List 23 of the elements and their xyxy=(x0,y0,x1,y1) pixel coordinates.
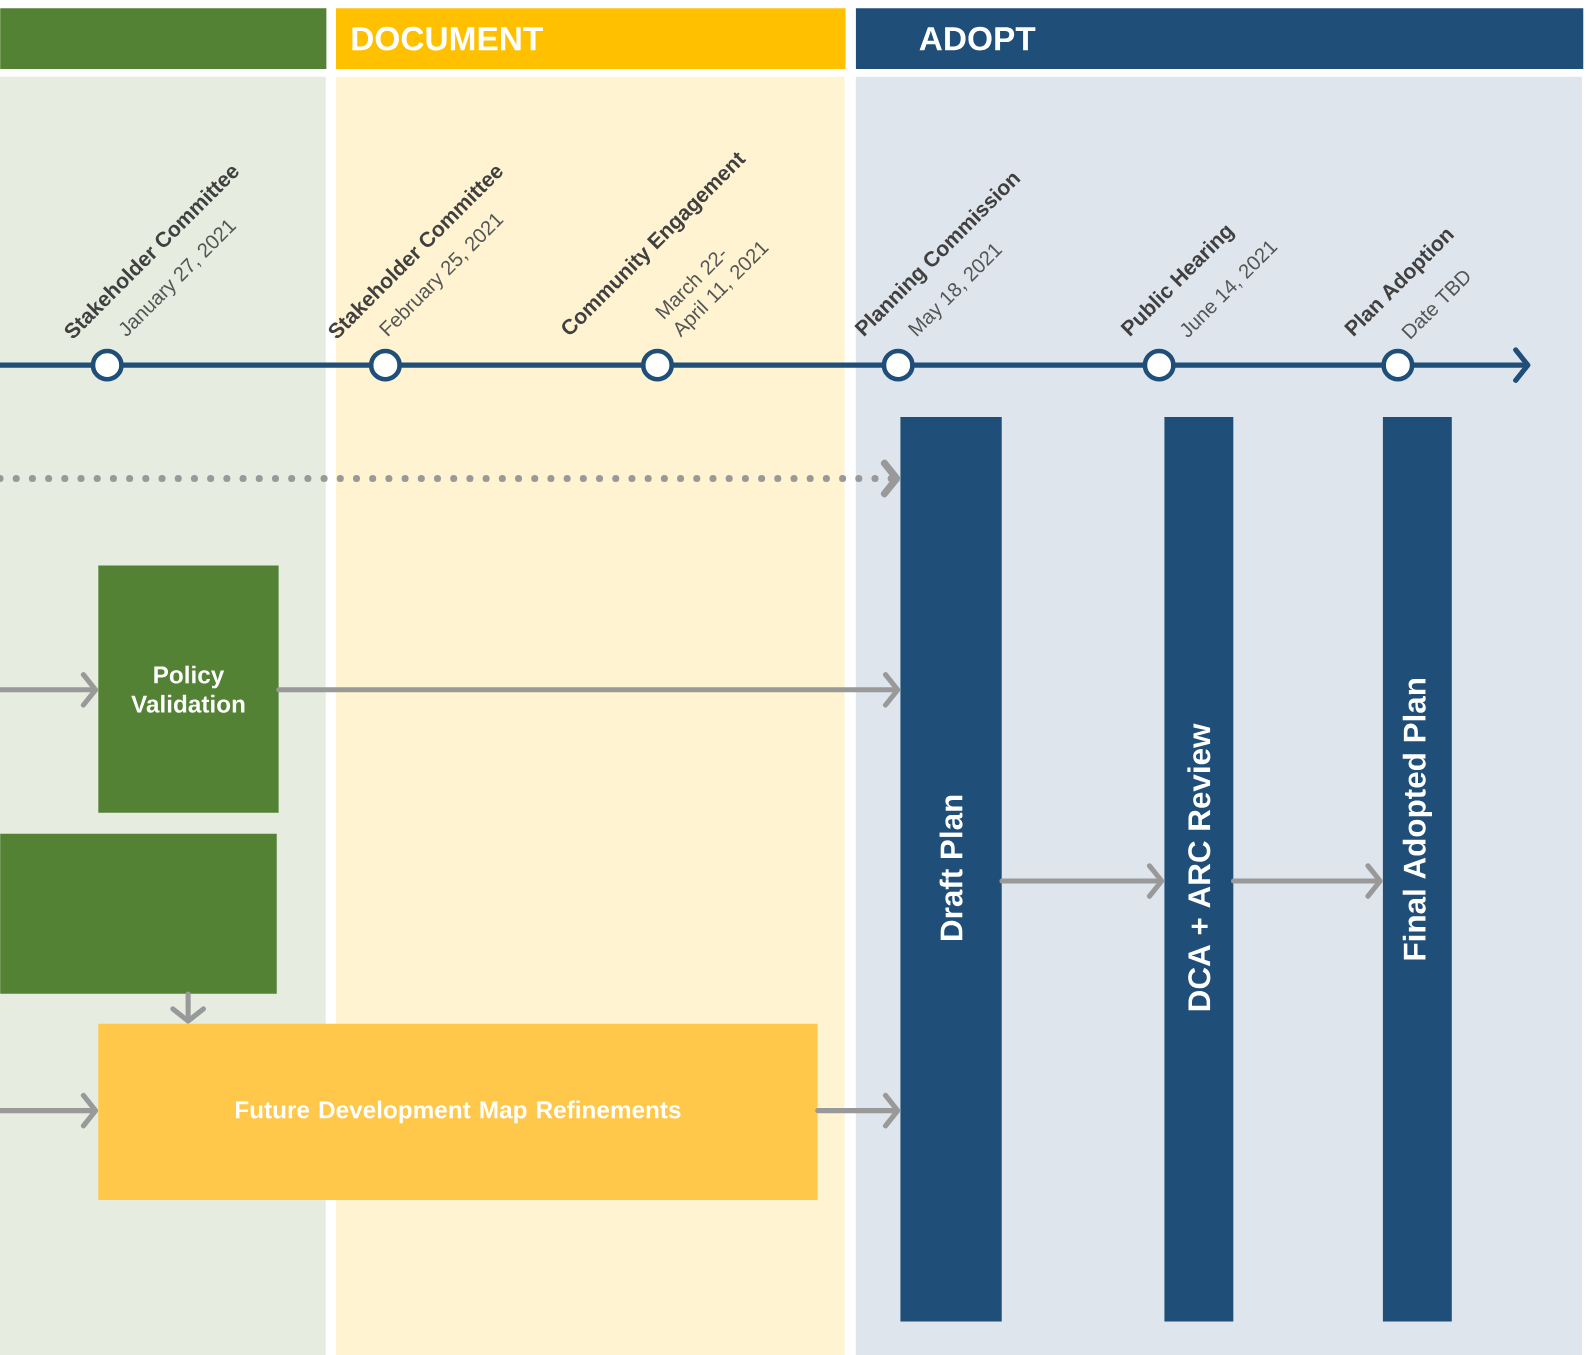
process-box xyxy=(0,833,277,994)
process-box: Policy Validation xyxy=(98,565,279,813)
arrow xyxy=(276,671,901,708)
process-bar: DCA + ARC Review xyxy=(1164,416,1234,1322)
phase-header: DOCUMENT xyxy=(336,8,846,69)
process-bar: Final Adopted Plan xyxy=(1382,416,1452,1322)
dotted-arrow xyxy=(0,459,901,497)
arrow xyxy=(1230,863,1383,899)
arrow xyxy=(1411,347,1531,383)
arrow xyxy=(815,1092,901,1129)
arrow xyxy=(0,1092,99,1129)
phase-header xyxy=(0,8,327,69)
timeline-segment xyxy=(671,362,885,368)
phase-header: ADOPT xyxy=(855,8,1584,69)
timeline-segment xyxy=(0,362,94,368)
timeline-segment xyxy=(121,362,372,368)
process-bar: Draft Plan xyxy=(900,416,1002,1322)
arrow xyxy=(999,863,1165,899)
timeline-segment xyxy=(1173,362,1384,368)
timeline-segment xyxy=(399,362,644,368)
timeline-segment xyxy=(912,362,1146,368)
arrow xyxy=(0,671,99,708)
process-box: Future Development Map Refinements xyxy=(98,1023,818,1200)
